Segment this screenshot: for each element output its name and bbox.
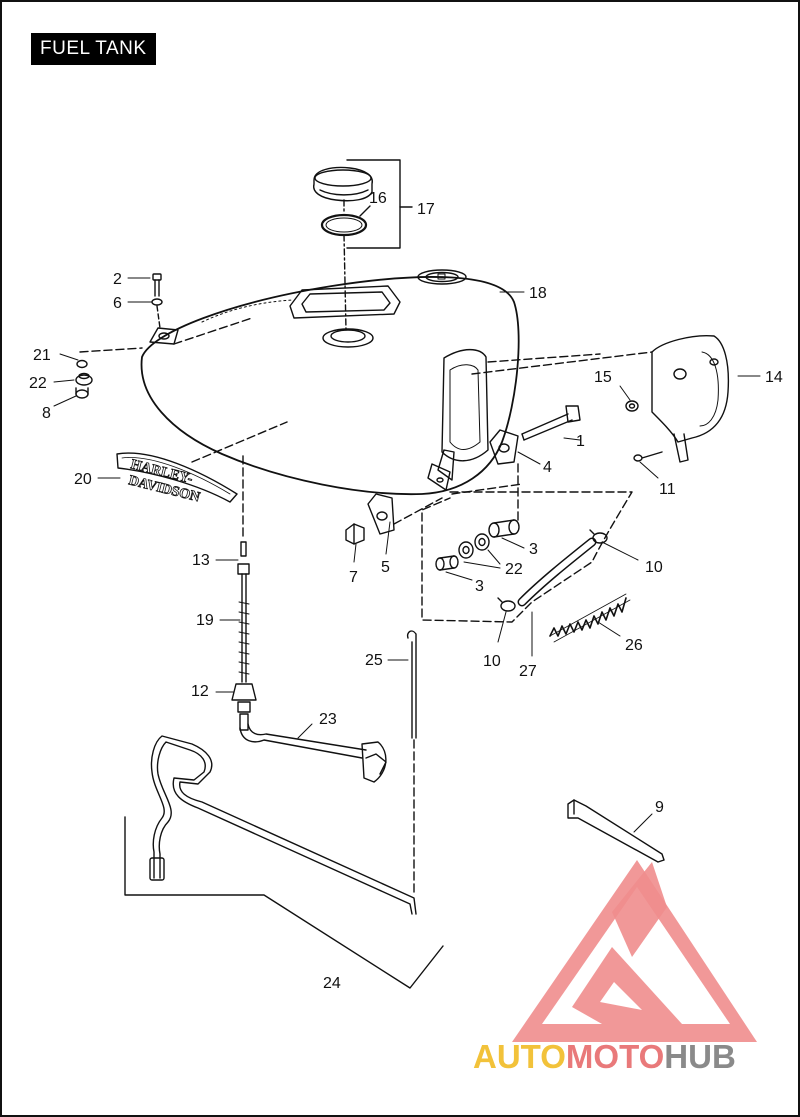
watermark-hub: HUB: [664, 1038, 736, 1075]
callout-20: 20: [74, 471, 92, 488]
screw-11: [633, 451, 663, 462]
hose-clamp-10-upper: [589, 529, 608, 544]
callout-6: 6: [113, 295, 122, 312]
washer-21: [76, 359, 88, 369]
washer-15: [625, 400, 639, 412]
fuel-line-23: [239, 723, 387, 783]
callout-15: 15: [594, 369, 612, 386]
callout-14: 14: [765, 369, 783, 386]
callout-13: 13: [192, 552, 210, 569]
front-bolt: [152, 273, 162, 297]
fuel-supply-line-24: [149, 735, 417, 915]
callout-22-left: 22: [29, 375, 47, 392]
grommet-22-right: [458, 533, 490, 559]
washer-6: [151, 298, 163, 306]
callout-21: 21: [33, 347, 51, 364]
callout-bracket-17: [346, 159, 401, 249]
leader-lines: [53, 277, 761, 833]
bracket-5: [367, 493, 395, 535]
callout-18: 18: [529, 285, 547, 302]
callout-23: 23: [319, 711, 337, 728]
callout-25: 25: [365, 652, 383, 669]
heat-shield-14: [651, 334, 730, 463]
callout-labels: 1 2 3 3 4 5 6 7 8 9 10 10 11 12 13 14 15…: [29, 190, 783, 992]
spacer-3-upper: [488, 519, 520, 538]
watermark-text: AUTOMOTOHUB: [473, 1038, 736, 1076]
grommet-22-left: [75, 372, 93, 386]
callout-3-lower: 3: [475, 578, 484, 595]
mounting-bolt-1: [521, 405, 581, 441]
callout-27: 27: [519, 663, 537, 680]
callout-5: 5: [381, 559, 390, 576]
callout-10-lower: 10: [483, 653, 501, 670]
callout-9: 9: [655, 799, 664, 816]
fuel-sender-assembly: [231, 541, 257, 731]
callout-26: 26: [625, 637, 643, 654]
callout-12: 12: [191, 683, 209, 700]
watermark-moto: MOTO: [565, 1038, 665, 1075]
callout-bracket-24: [124, 816, 444, 989]
callout-24: 24: [323, 975, 341, 992]
callout-2: 2: [113, 271, 122, 288]
bracket-4: [489, 429, 519, 465]
crossover-tube-25: [406, 630, 417, 895]
strap-clip-9: [567, 799, 665, 863]
page-title: FUEL TANK: [31, 33, 156, 65]
callout-17: 17: [417, 201, 435, 218]
callout-1: 1: [576, 433, 585, 450]
watermark-auto: AUTO: [473, 1038, 566, 1075]
harley-davidson-emblem: HARLEY- DAVIDSON: [116, 452, 238, 506]
nut-8: [75, 387, 89, 399]
callout-11: 11: [659, 481, 676, 498]
spacer-3-lower: [435, 555, 459, 571]
callout-3-upper: 3: [529, 541, 538, 558]
fuel-cap: [313, 166, 373, 202]
callout-4: 4: [543, 459, 552, 476]
cap-nut-7: [345, 523, 365, 545]
spring-26: [549, 593, 631, 643]
callout-19: 19: [196, 612, 214, 629]
vent-hose-27: [517, 537, 597, 607]
watermark-logo-icon: [512, 860, 757, 1042]
callout-22-right: 22: [505, 561, 523, 578]
hose-clamp-10-lower: [497, 597, 516, 612]
callout-8: 8: [42, 405, 51, 422]
callout-10-upper: 10: [645, 559, 663, 576]
callout-7: 7: [349, 569, 358, 586]
callout-16: 16: [369, 190, 387, 207]
fuel-tank-body: [140, 269, 520, 496]
